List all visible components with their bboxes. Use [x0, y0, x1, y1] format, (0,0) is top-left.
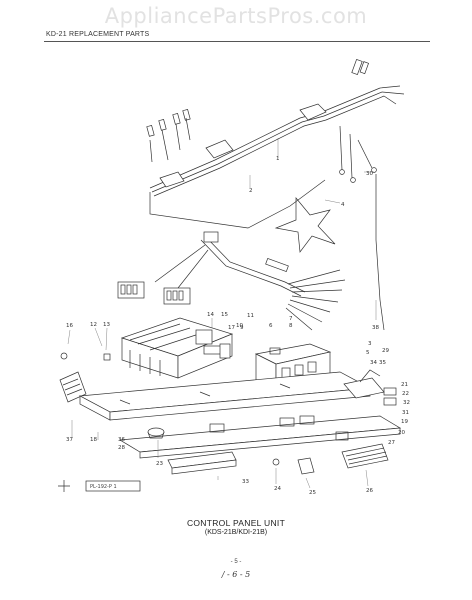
main-wire-harness	[146, 58, 405, 229]
callout-37: 37	[66, 437, 73, 443]
callout-1: 1	[276, 156, 280, 162]
callout-28: 28	[118, 445, 125, 451]
callout-23: 23	[156, 461, 163, 467]
control-panel-frame	[78, 371, 372, 421]
callout-12: 12	[90, 322, 97, 328]
callout-8: 8	[289, 323, 293, 329]
callout-10: 10	[236, 323, 243, 329]
callout-22: 22	[402, 391, 409, 397]
callout-labels: 1 2 30 4 38 5 16 12 13 14 15 10 11 17 9 …	[66, 156, 410, 496]
callout-6: 6	[269, 323, 273, 329]
callout-35: 35	[379, 360, 386, 366]
callout-25: 25	[309, 490, 316, 496]
callout-19: 19	[401, 419, 408, 425]
lower-wire-harness	[117, 174, 385, 331]
callout-27: 27	[388, 440, 395, 446]
callout-14: 14	[207, 312, 214, 318]
callout-21: 21	[401, 382, 408, 388]
bottom-detached-parts	[167, 451, 315, 475]
callout-34: 34	[370, 360, 377, 366]
callout-31: 31	[402, 410, 409, 416]
small-components	[59, 343, 231, 403]
callout-16: 16	[66, 323, 73, 329]
callout-9: 9	[240, 325, 244, 331]
leader-lines	[67, 138, 377, 489]
wire-routing-star	[274, 197, 336, 253]
header-divider	[44, 41, 430, 42]
right-side-brackets	[335, 369, 397, 469]
callout-4: 4	[341, 202, 345, 208]
callout-11: 11	[247, 313, 254, 319]
page-code: / - 6 - 5	[221, 570, 251, 579]
callout-13: 13	[103, 322, 110, 328]
registration-cross	[58, 480, 70, 492]
callout-29: 29	[382, 348, 389, 354]
watermark: AppliancePartsPros.com	[104, 4, 368, 28]
callout-15: 15	[221, 312, 228, 318]
callout-3: 3	[368, 341, 372, 347]
callout-17: 17	[228, 325, 235, 331]
page-number: - 5 -	[230, 559, 242, 565]
callout-5: 5	[366, 350, 370, 356]
figure-caption-title: CONTROL PANEL UNIT	[186, 518, 286, 528]
control-board-assembly	[120, 317, 234, 379]
callout-32: 32	[403, 400, 410, 406]
callout-20: 20	[398, 430, 405, 436]
figure-code-box	[85, 480, 141, 492]
callout-30: 30	[366, 171, 373, 177]
callout-2: 2	[249, 188, 253, 194]
callout-38: 38	[372, 325, 379, 331]
callout-7: 7	[289, 316, 293, 322]
bottom-rail	[118, 415, 402, 459]
callout-18: 18	[90, 437, 97, 443]
callout-33: 33	[242, 479, 249, 485]
callout-36: 36	[118, 437, 125, 443]
figure-code: PL-192-P 1	[90, 484, 117, 490]
callout-26: 26	[366, 488, 373, 494]
figure-caption-subtitle: (KDS-21B/KDI-21B)	[204, 529, 268, 536]
callout-24: 24	[274, 486, 281, 492]
page-header-title: KD-21 REPLACEMENT PARTS	[46, 31, 150, 38]
